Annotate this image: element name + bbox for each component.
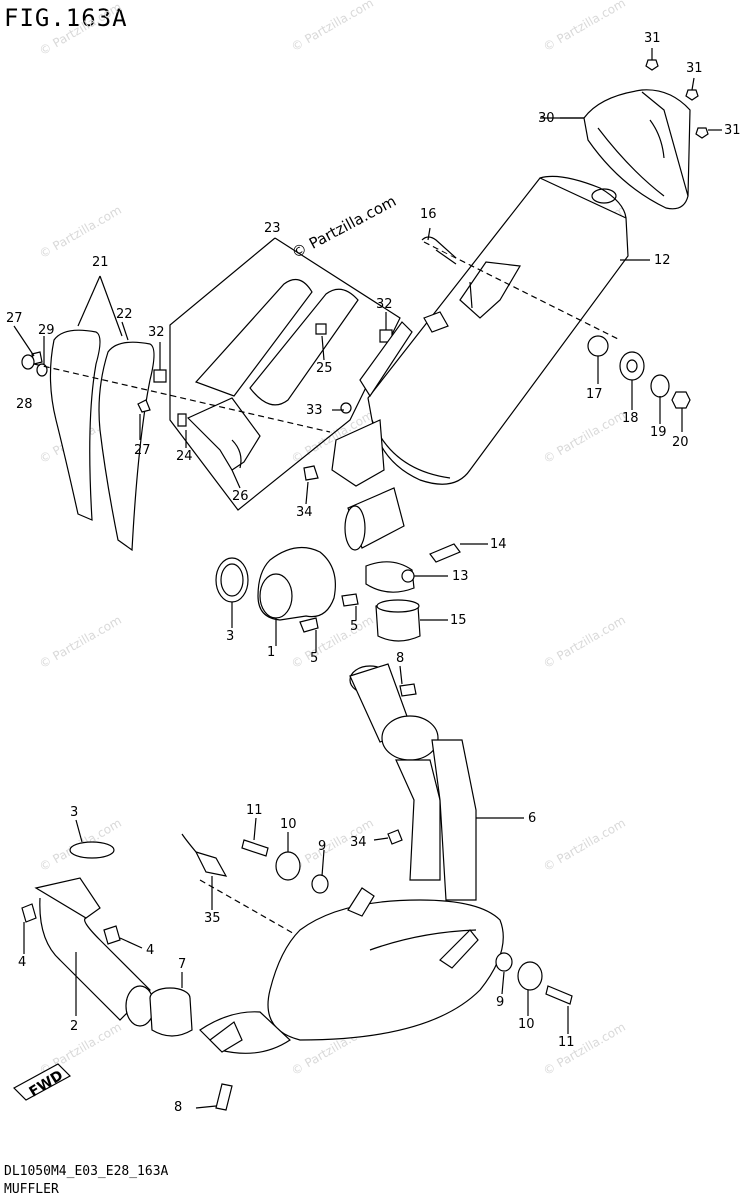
callout-label: 10 [518, 1017, 535, 1032]
heat-protector-a [50, 330, 100, 520]
callout-label: 15 [450, 613, 467, 628]
callout-label: 7 [178, 957, 187, 972]
callout-label: 29 [38, 323, 55, 338]
figure-name: MUFFLER [4, 1182, 59, 1197]
callout-label: 6 [528, 811, 537, 826]
callout-label: 10 [280, 817, 297, 832]
callout-label: 8 [174, 1100, 183, 1115]
exhaust-connector [258, 548, 335, 621]
callout-label: 5 [310, 651, 319, 666]
callout-label: 14 [490, 537, 507, 552]
protector-lower [188, 398, 260, 470]
callout-label: 32 [376, 297, 393, 312]
callout-label: 32 [148, 325, 165, 340]
callout-label: 9 [318, 839, 327, 854]
protector-upper [196, 280, 358, 405]
callout-label: 31 [724, 123, 741, 138]
callout-label: 24 [176, 449, 193, 464]
callout-label: 5 [350, 619, 359, 634]
callout-label: 33 [306, 403, 323, 418]
callout-label: 17 [586, 387, 603, 402]
callout-label: 28 [16, 397, 33, 412]
callout-label: 23 [264, 221, 281, 236]
joint-pipe-15 [376, 600, 420, 641]
callout-label: 26 [232, 489, 249, 504]
callout-label: 20 [672, 435, 689, 450]
callout-label: 3 [226, 629, 235, 644]
callout-label: 12 [654, 253, 671, 268]
callout-label: 2 [70, 1019, 79, 1034]
muffler-body [368, 176, 628, 484]
callout-label: 31 [644, 31, 661, 46]
callout-label: 21 [92, 255, 109, 270]
callout-label: 11 [246, 803, 263, 818]
oxygen-sensor [182, 834, 226, 876]
screw-31-a [646, 48, 658, 70]
callout-label: 1 [267, 645, 276, 660]
callout-label: 4 [146, 943, 155, 958]
callout-label: 18 [622, 411, 639, 426]
callout-label: 8 [396, 651, 405, 666]
callout-label: 4 [18, 955, 27, 970]
callout-label: 11 [558, 1035, 575, 1050]
callout-label: 13 [452, 569, 469, 584]
center-pipe [200, 664, 503, 1053]
screw-31-c [696, 128, 722, 138]
callout-label: 9 [496, 995, 505, 1010]
screw-31-b [686, 78, 698, 100]
callout-label: 35 [204, 911, 221, 926]
callout-label: 34 [296, 505, 313, 520]
callout-label: 30 [538, 111, 555, 126]
callout-label: 27 [134, 443, 151, 458]
callout-label: 34 [350, 835, 367, 850]
muffler-cover [584, 90, 690, 209]
heat-protector-b [99, 342, 154, 550]
callout-label: 25 [316, 361, 333, 376]
callout-label: 27 [6, 311, 23, 326]
callout-label: 16 [420, 207, 437, 222]
front-pipe [36, 878, 154, 1026]
figure-title: FIG.163A [4, 4, 128, 32]
callout-label: 19 [650, 425, 667, 440]
joint-pipe-upper [345, 488, 404, 550]
callout-label: 31 [686, 61, 703, 76]
callout-label: 22 [116, 307, 133, 322]
figure-code: DL1050M4_E03_E28_163A [4, 1164, 169, 1179]
clamp [366, 562, 414, 592]
callout-label: 3 [70, 805, 79, 820]
